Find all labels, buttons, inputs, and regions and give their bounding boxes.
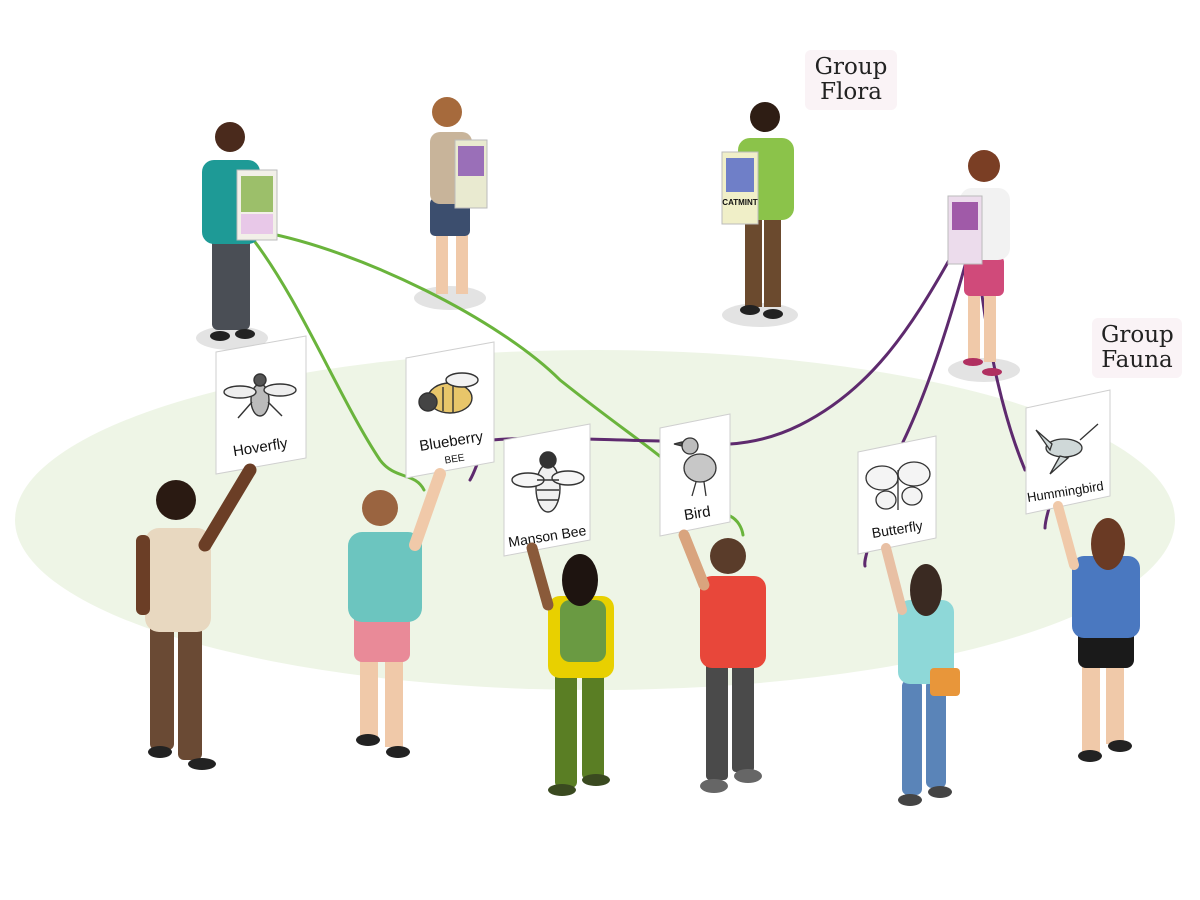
person-fauna-manson <box>526 542 614 796</box>
person-fauna-bird <box>678 529 766 793</box>
group-fauna-line2: Fauna <box>1101 347 1173 373</box>
link-green-bird <box>260 230 664 460</box>
card-blueberry-bee: Blueberry BEE <box>405 341 495 479</box>
group-fauna-line1: Group <box>1101 322 1174 348</box>
link-purple-hummingbird-tail <box>1043 506 1051 530</box>
card-hummingbird: Hummingbird <box>1025 389 1111 515</box>
person-fauna-blueberry <box>348 468 446 758</box>
link-purple-butterfly <box>901 260 968 444</box>
link-green-bird-tail <box>728 514 745 537</box>
card-catmint-label: CATMINT <box>722 198 758 207</box>
group-fauna-label: Group Fauna <box>1092 318 1182 378</box>
group-flora-line2: Flora <box>820 79 882 105</box>
person-flora-2 <box>430 97 488 294</box>
person-flora-4 <box>947 150 1010 376</box>
card-bird-label: Bird <box>683 503 712 524</box>
card-butterfly-label: Butterfly <box>871 517 924 541</box>
card-manson-bee: Manson Bee <box>503 423 591 557</box>
card-butterfly: Butterfly <box>857 435 937 555</box>
person-flora-3: CATMINT <box>721 102 794 319</box>
card-hoverfly: Hoverfly <box>215 335 307 475</box>
butterfly-icon <box>865 461 931 510</box>
link-purple-bird <box>728 253 954 446</box>
person-flora-1 <box>202 122 278 341</box>
group-flora-label: Group Flora <box>805 50 897 110</box>
bee-icon <box>418 372 479 414</box>
person-fauna-hoverfly <box>136 463 257 770</box>
bee-icon <box>511 451 585 513</box>
hummingbird-icon <box>1035 423 1099 475</box>
person-fauna-hummingbird <box>1053 501 1140 762</box>
group-flora-line1: Group <box>814 54 888 80</box>
hoverfly-icon <box>223 373 297 419</box>
card-bird: Bird <box>659 413 731 537</box>
person-fauna-butterfly <box>881 543 960 806</box>
bird-icon <box>673 437 717 497</box>
card-blueberry-sub-label: BEE <box>444 452 466 466</box>
